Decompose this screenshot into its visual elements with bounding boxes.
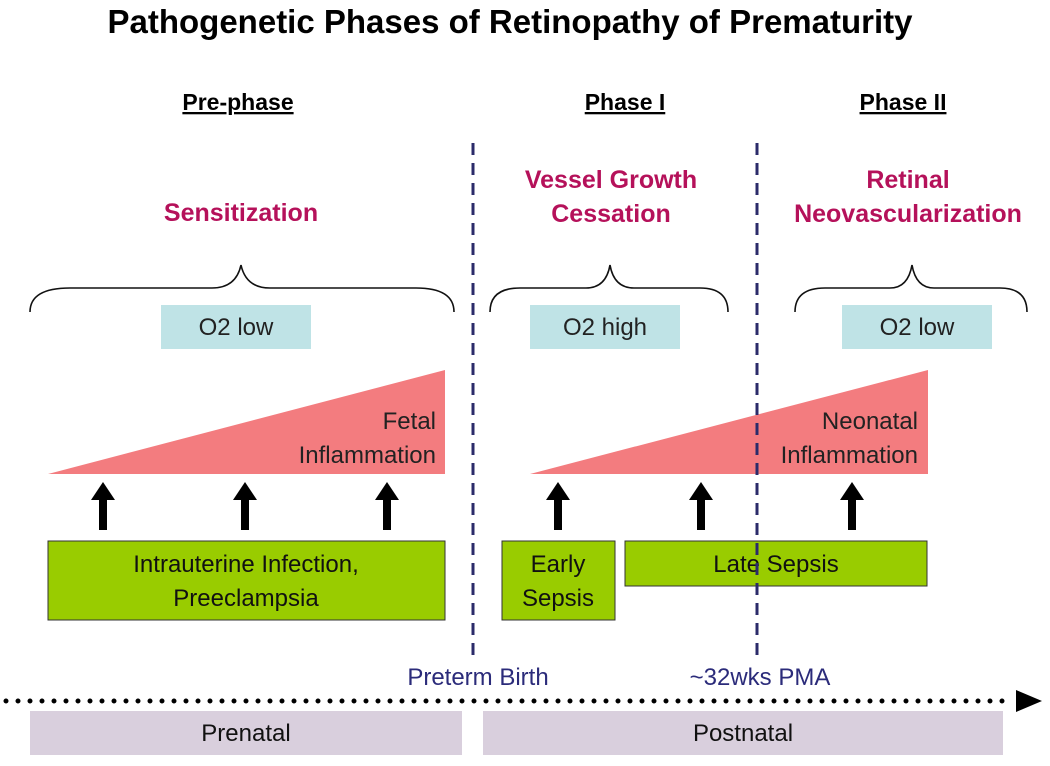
early-sepsis-line2: Sepsis <box>522 585 594 612</box>
fetal-inflammation-line1: Fetal <box>383 408 436 435</box>
up-arrow-icon <box>689 482 713 530</box>
late-sepsis-box <box>624 540 928 587</box>
prenatal-box <box>30 711 462 755</box>
phase-one-mechanism-line2: Cessation <box>551 200 670 228</box>
phase-two-oxygen-label: O2 low <box>880 314 955 341</box>
phase-one-oxygen-label: O2 high <box>563 314 647 341</box>
pre-phase-mechanism: Sensitization <box>164 199 318 227</box>
pre-phase-oxygen-box <box>161 305 311 349</box>
up-arrow-icon <box>546 482 570 530</box>
braces <box>29 264 1028 313</box>
early-sepsis-box <box>501 540 616 621</box>
postnatal-box <box>483 711 1003 755</box>
fetal-inflammation-triangle <box>48 370 445 474</box>
preterm-birth-label: Preterm Birth <box>407 664 548 691</box>
phase-two-mechanism-line2: Neovascularization <box>794 200 1022 228</box>
intrauterine-line2: Preeclampsia <box>173 585 319 612</box>
pre-phase-brace <box>29 264 455 313</box>
neonatal-inflammation-line2: Inflammation <box>781 442 918 469</box>
intrauterine-line1: Intrauterine Infection, <box>133 551 358 578</box>
phase-one-oxygen-box <box>530 305 680 349</box>
phase-two-oxygen-box <box>842 305 992 349</box>
early-sepsis-line1: Early <box>531 551 586 578</box>
up-arrow-icon <box>91 482 115 530</box>
pma-label: ~32wks PMA <box>690 664 831 691</box>
postnatal-label: Postnatal <box>693 720 793 747</box>
late-sepsis-label: Late Sepsis <box>713 551 838 578</box>
up-arrow-icon <box>840 482 864 530</box>
phase-two-mechanism-line1: Retinal <box>866 166 949 194</box>
up-arrow-icon <box>375 482 399 530</box>
prenatal-label: Prenatal <box>201 720 290 747</box>
fetal-inflammation-line2: Inflammation <box>299 442 436 469</box>
diagram-title: Pathogenetic Phases of Retinopathy of Pr… <box>108 3 914 40</box>
phase-one-heading: Phase I <box>585 89 666 115</box>
intrauterine-box <box>47 540 446 621</box>
up-arrow-icon <box>233 482 257 530</box>
phase-one-mechanism-line1: Vessel Growth <box>525 166 697 194</box>
timeline-arrowhead-icon <box>1016 690 1042 712</box>
up-arrows <box>91 482 864 530</box>
pre-phase-oxygen-label: O2 low <box>199 314 274 341</box>
phase-two-brace <box>794 264 1028 313</box>
phase-two-heading: Phase II <box>860 89 947 115</box>
neonatal-inflammation-line1: Neonatal <box>822 408 918 435</box>
pre-phase-heading: Pre-phase <box>182 89 293 115</box>
phase-one-brace <box>489 264 729 313</box>
neonatal-inflammation-triangle <box>530 370 928 474</box>
